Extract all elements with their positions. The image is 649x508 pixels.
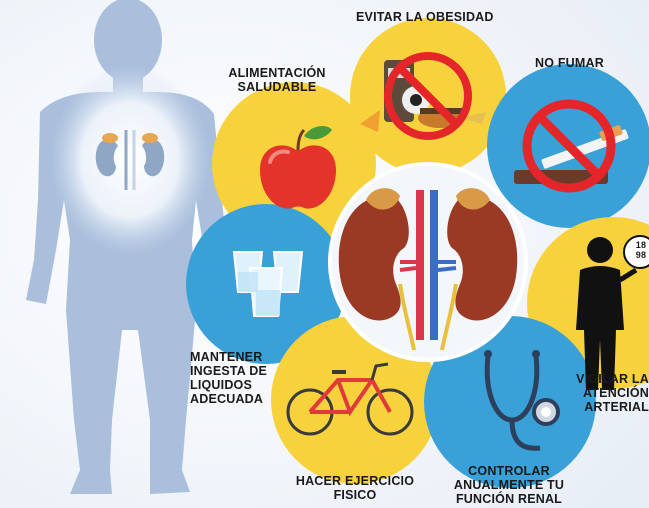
bicycle-icon: [286, 362, 414, 436]
cigarette-prohibited-icon: [514, 99, 629, 193]
junk-food-prohibited-icon: [360, 52, 486, 140]
label-blood-pressure-line2: ATENCIÓN: [583, 386, 649, 400]
water-glasses-icon: [232, 251, 304, 317]
gauge-readout: 18 98: [630, 240, 649, 260]
blood-pressure-gauge-icon: [576, 235, 649, 390]
renal-circle: [424, 316, 596, 488]
gauge-bottom-value: 98: [635, 250, 647, 260]
label-renal-line3: FUNCIÓN RENAL: [455, 492, 563, 506]
label-blood-pressure-line1: VIGILAR LA: [576, 372, 649, 386]
stethoscope-icon: [484, 350, 560, 451]
label-renal-line1: CONTROLAR: [468, 464, 550, 478]
small-kidneys-icon: [95, 130, 165, 190]
label-healthy-food-line1: ALIMENTACIÓN: [228, 66, 326, 80]
apple-icon: [260, 126, 336, 209]
label-renal-line2: ANUALMENTE TU: [453, 478, 565, 492]
label-fluids-line1: MANTENER: [190, 350, 263, 364]
label-renal: CONTROLAR ANUALMENTE TU FUNCIÓN RENAL: [446, 464, 572, 506]
label-exercise: HACER EJERCICIO FISICO: [286, 474, 424, 502]
label-blood-pressure-line3: ARTERIAL: [584, 400, 649, 414]
label-fluids-line4: ADECUADA: [190, 392, 264, 406]
label-healthy-food: ALIMENTACIÓN SALUDABLE: [214, 66, 340, 94]
label-no-smoking: NO FUMAR: [535, 56, 604, 70]
label-exercise-line1: HACER EJERCICIO: [295, 474, 415, 488]
label-fluids-line3: LIQUIDOS: [190, 378, 253, 392]
label-blood-pressure: VIGILAR LA ATENCIÓN ARTERIAL: [574, 372, 649, 414]
gauge-top-value: 18: [635, 240, 647, 250]
exercise-circle: [271, 316, 439, 484]
label-fluids: MANTENER INGESTA DE LIQUIDOS ADECUADA: [190, 350, 267, 406]
label-exercise-line2: FISICO: [333, 488, 377, 502]
body-glow: [50, 65, 210, 255]
label-obesity: EVITAR LA OBESIDAD: [356, 10, 494, 24]
label-healthy-food-line2: SALUDABLE: [237, 80, 317, 94]
kidneys-icon: [328, 162, 528, 362]
label-fluids-line2: INGESTA DE: [190, 364, 268, 378]
